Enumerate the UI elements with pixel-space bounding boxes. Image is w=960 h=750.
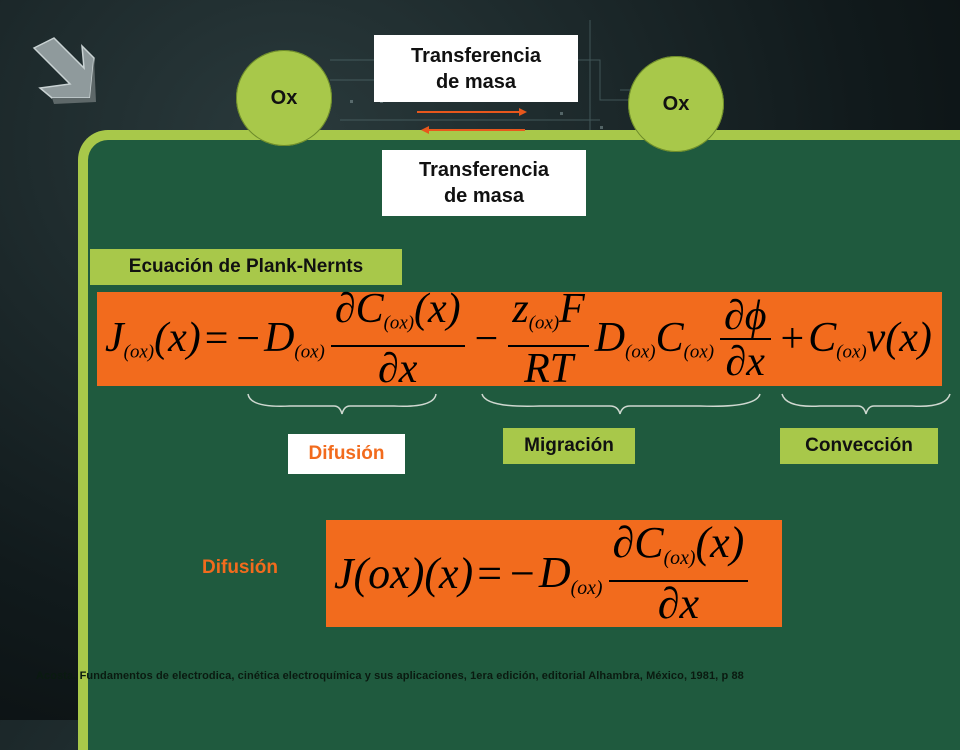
mass-transfer-top-box: Transferencia de masa	[374, 35, 578, 102]
brace-migracion	[481, 393, 761, 415]
mass-transfer-bottom-line2: de masa	[443, 185, 525, 207]
species-circle-left: Ox	[236, 50, 332, 146]
difusion-side-label: Difusión	[202, 557, 278, 578]
diffusion-equation: J(ox)(x)=−D(ox) ∂C(ox)(x)∂x	[326, 520, 782, 627]
term-migracion-text: Migración	[524, 435, 614, 456]
equation-title: Ecuación de Plank-Nernts	[90, 249, 402, 285]
term-conveccion-label: Convección	[780, 428, 938, 464]
citation-footnote: Acosta. Fundamentos de electrodica, ciné…	[36, 670, 744, 682]
term-braces	[247, 393, 951, 415]
arrow-logo-icon	[32, 37, 96, 104]
species-circle-right: Ox	[628, 56, 724, 152]
brace-difusion	[247, 393, 437, 415]
species-label-right: Ox	[662, 92, 690, 115]
term-migracion-label: Migración	[503, 428, 635, 464]
term-difusion-text: Difusión	[308, 443, 385, 464]
term-difusion-label: Difusión	[288, 434, 405, 474]
mass-transfer-bottom-line1: Transferencia	[418, 159, 550, 181]
brace-conveccion	[781, 393, 951, 415]
flow-arrows	[417, 108, 527, 134]
species-label-left: Ox	[270, 86, 298, 109]
mass-transfer-top-line2: de masa	[435, 70, 517, 93]
mass-transfer-top-line1: Transferencia	[410, 44, 542, 67]
mass-transfer-bottom-box: Transferencia de masa	[382, 150, 586, 216]
term-conveccion-text: Convección	[805, 435, 913, 456]
